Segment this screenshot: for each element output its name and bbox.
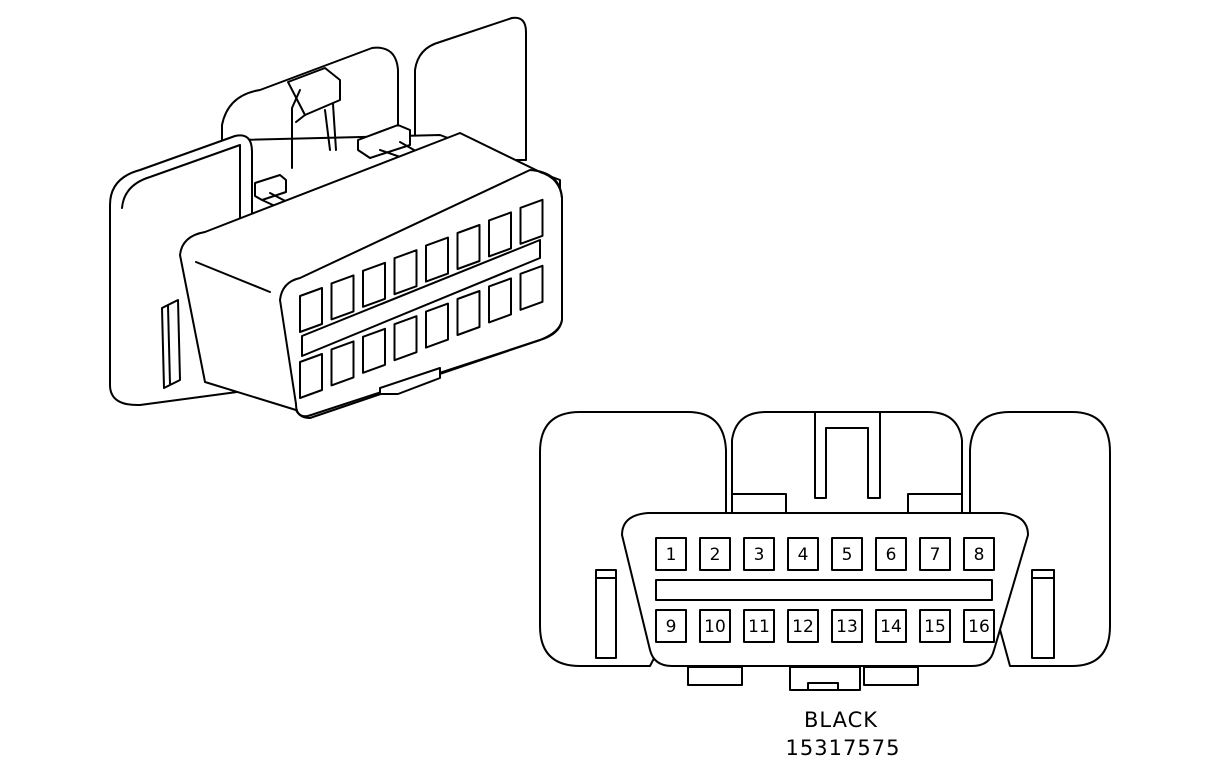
pin-cavity-box bbox=[699, 537, 731, 571]
isometric-pin-cavities bbox=[299, 198, 544, 399]
pin-cavity: 6 bbox=[875, 537, 907, 571]
iso-pin-cavity bbox=[299, 353, 323, 399]
pin-cavity: 5 bbox=[831, 537, 863, 571]
pin-cavity: 14 bbox=[875, 609, 907, 643]
pin-cavity-box bbox=[875, 537, 907, 571]
pin-cavity: 11 bbox=[743, 609, 775, 643]
iso-pin-cavity bbox=[330, 274, 355, 321]
pin-cavity-box bbox=[963, 609, 995, 643]
pin-cavity: 3 bbox=[743, 537, 775, 571]
pin-cavity-box bbox=[919, 609, 951, 643]
iso-pin-cavity bbox=[362, 261, 386, 308]
iso-pin-cavity bbox=[362, 327, 386, 374]
pin-cavity: 8 bbox=[963, 537, 995, 571]
pin-number: 15 bbox=[924, 617, 946, 637]
iso-pin-cavity bbox=[425, 236, 449, 283]
iso-pin-cavity bbox=[519, 264, 544, 311]
pin-number: 4 bbox=[798, 545, 809, 565]
pin-cavity: 9 bbox=[655, 609, 687, 643]
pin-cavity: 10 bbox=[699, 609, 731, 643]
pin-number: 12 bbox=[792, 617, 814, 637]
pin-cavity-box bbox=[831, 609, 863, 643]
connector-part-number: 15317575 bbox=[786, 736, 901, 760]
pin-number: 16 bbox=[968, 617, 990, 637]
front-right-slot bbox=[1031, 569, 1055, 659]
pin-cavity: 16 bbox=[963, 609, 995, 643]
pin-cavity: 12 bbox=[787, 609, 819, 643]
pin-number: 11 bbox=[748, 617, 770, 637]
pin-number: 1 bbox=[666, 545, 677, 565]
iso-pin-cavity bbox=[456, 290, 481, 336]
iso-pin-cavity bbox=[488, 211, 512, 258]
pin-number: 14 bbox=[880, 617, 902, 637]
pin-cavity-box bbox=[655, 537, 687, 571]
iso-pin-cavity bbox=[393, 249, 418, 296]
iso-pin-cavity bbox=[488, 277, 512, 324]
front-left-slot bbox=[595, 569, 617, 659]
pin-number: 7 bbox=[930, 545, 941, 565]
pin-number: 6 bbox=[886, 545, 897, 565]
pin-number: 8 bbox=[974, 545, 985, 565]
pin-number: 9 bbox=[666, 617, 677, 637]
pin-number: 13 bbox=[836, 617, 858, 637]
pin-number: 3 bbox=[754, 545, 765, 565]
pin-cavity-box bbox=[963, 537, 995, 571]
pin-cavity: 4 bbox=[787, 537, 819, 571]
pin-number: 2 bbox=[710, 545, 721, 565]
pin-cavity-box bbox=[743, 609, 775, 643]
pin-cavity: 1 bbox=[655, 537, 687, 571]
isometric-connector-view bbox=[109, 16, 563, 419]
iso-pin-cavity bbox=[425, 302, 449, 349]
pin-cavity-box bbox=[655, 609, 687, 643]
pin-cavity-box bbox=[875, 609, 907, 643]
pin-cavity-box bbox=[919, 537, 951, 571]
pin-cavity: 7 bbox=[919, 537, 951, 571]
front-divider-bar bbox=[655, 579, 993, 601]
pin-cavity-box bbox=[699, 609, 731, 643]
pin-cavity: 15 bbox=[919, 609, 951, 643]
pin-cavity-box bbox=[743, 537, 775, 571]
front-center-hood bbox=[731, 411, 963, 521]
iso-pin-cavity bbox=[299, 287, 323, 333]
pin-number: 10 bbox=[704, 617, 726, 637]
iso-pin-cavity bbox=[393, 315, 418, 362]
pin-cavity: 2 bbox=[699, 537, 731, 571]
iso-pin-cavity bbox=[456, 224, 481, 270]
pin-number: 5 bbox=[842, 545, 853, 565]
iso-pin-cavity bbox=[519, 198, 544, 245]
iso-pin-cavity bbox=[330, 340, 355, 387]
connector-color-label: BLACK bbox=[804, 708, 878, 732]
pin-cavity: 13 bbox=[831, 609, 863, 643]
pin-cavity-box bbox=[787, 609, 819, 643]
pin-cavity-box bbox=[831, 537, 863, 571]
pin-cavity-box bbox=[787, 537, 819, 571]
